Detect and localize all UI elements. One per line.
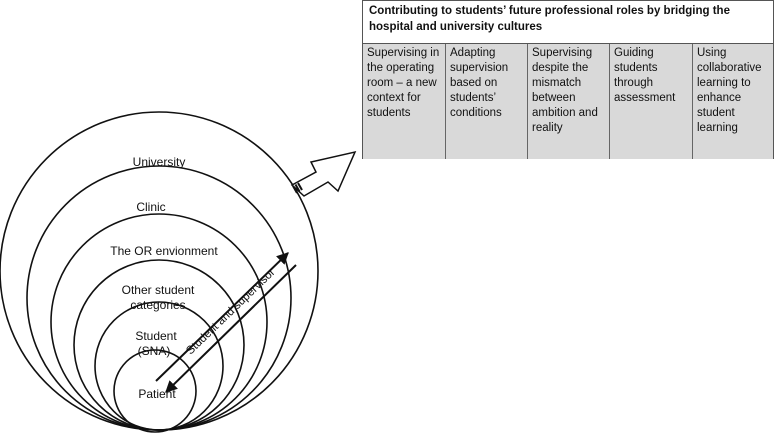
subtheme-cell: Supervising despite the mismatch between… bbox=[528, 44, 610, 159]
inward-arrow bbox=[165, 264, 297, 393]
clinic-label: Clinic bbox=[136, 200, 165, 214]
block-arrow bbox=[290, 150, 357, 197]
or-environment-label: The OR envionment bbox=[110, 244, 218, 258]
outward-arrow bbox=[155, 252, 289, 382]
student-label-line1: Student bbox=[135, 329, 177, 343]
theme-title: Contributing to students’ future profess… bbox=[363, 1, 773, 44]
university-label: University bbox=[133, 155, 186, 169]
theme-box: Contributing to students’ future profess… bbox=[362, 0, 774, 159]
student-circle bbox=[94, 301, 224, 431]
subtheme-row: Supervising in the operating room – a ne… bbox=[363, 44, 773, 159]
patient-label: Patient bbox=[138, 387, 176, 401]
patient-circle bbox=[113, 349, 197, 433]
subtheme-cell: Adapting supervision based on students’ … bbox=[446, 44, 528, 159]
subtheme-cell: Using collaborative learning to enhance … bbox=[697, 47, 762, 134]
student-supervisor-label: Student and supervisor bbox=[184, 266, 278, 357]
other-categories-label-line2: categories bbox=[130, 298, 185, 312]
subtheme-cell: Supervising in the operating room – a ne… bbox=[363, 44, 446, 159]
other-categories-label-line1: Other student bbox=[122, 283, 195, 297]
student-label-line2: (SNA) bbox=[138, 344, 171, 358]
subtheme-cell: Guiding students through assessment bbox=[610, 44, 693, 159]
